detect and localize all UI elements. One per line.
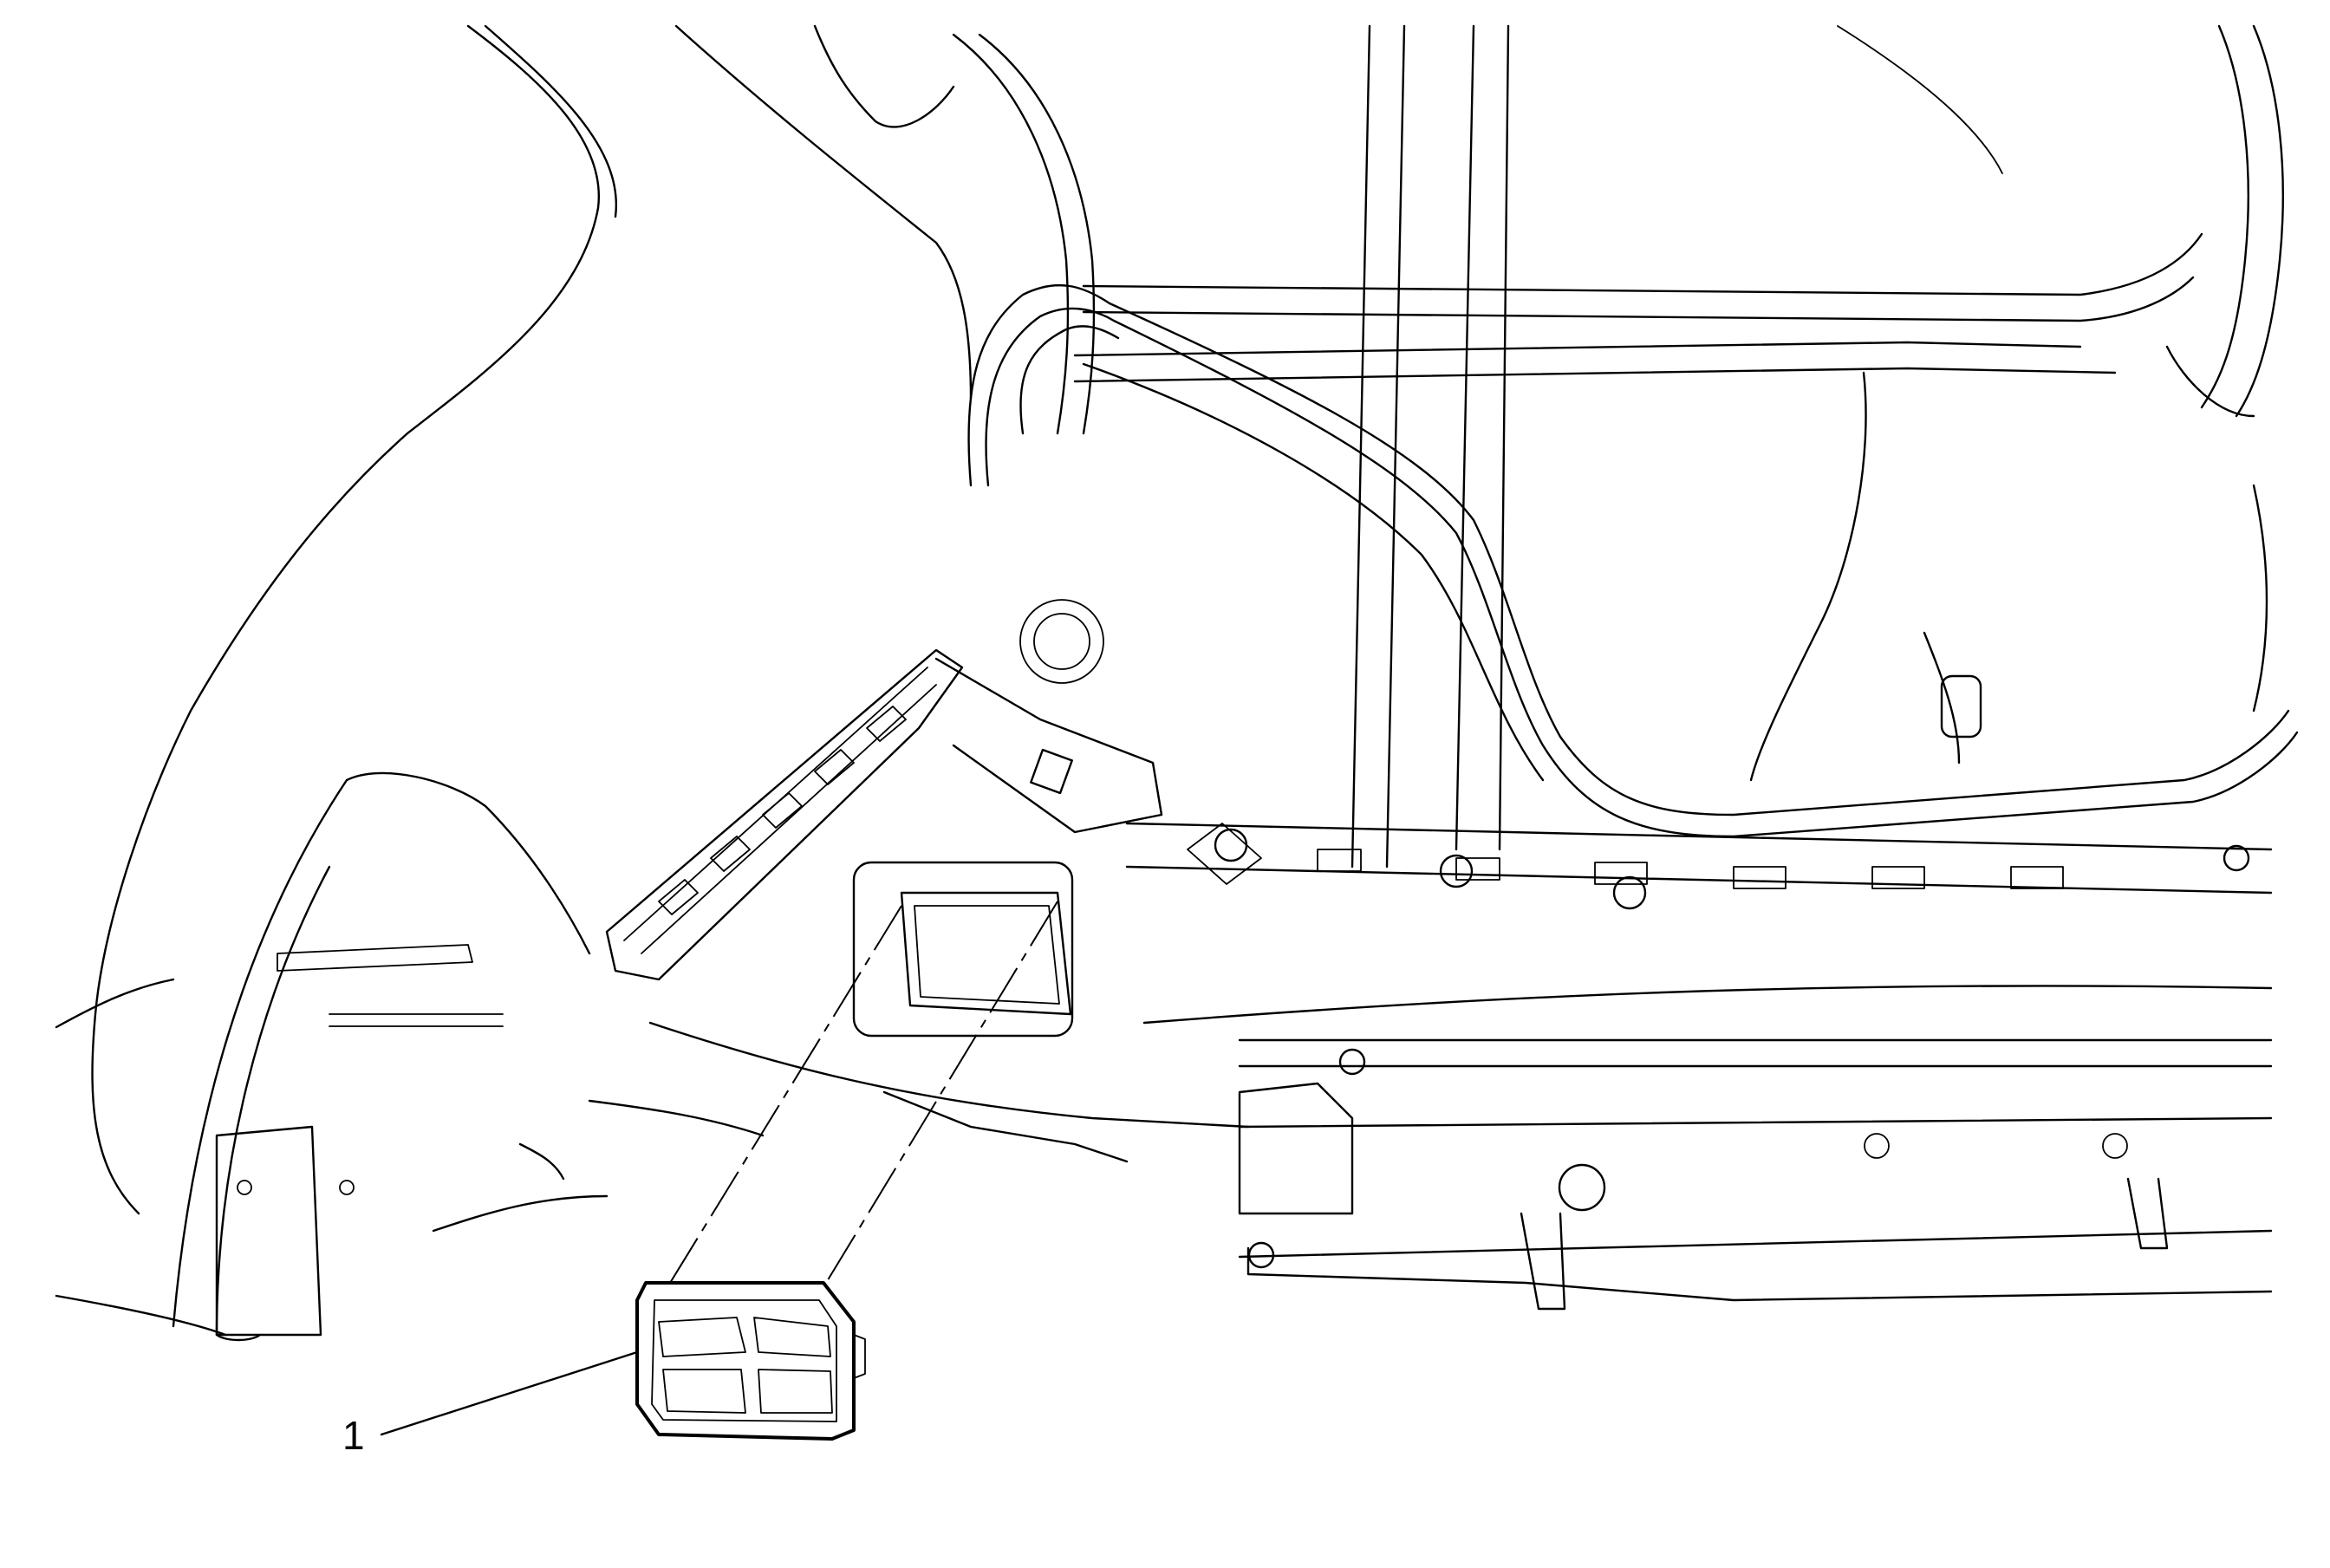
installation-guide-lines [667,901,1058,1288]
part-1-vent-cover [635,1281,866,1441]
callout-1-label: 1 [342,1413,365,1458]
callout-1: 1 [342,1350,639,1458]
rear-quarter-panel [55,24,618,1337]
upper-body-panels [674,24,2268,869]
trunk-opening-weatherstrip [952,24,2299,838]
wheel-arch-liner [172,771,591,1342]
bumper-side-bracket [605,648,1163,981]
rear-crossmember [1125,822,2273,1311]
fender-liner-opening [900,891,1072,1016]
lower-body-panel [432,599,2273,1302]
